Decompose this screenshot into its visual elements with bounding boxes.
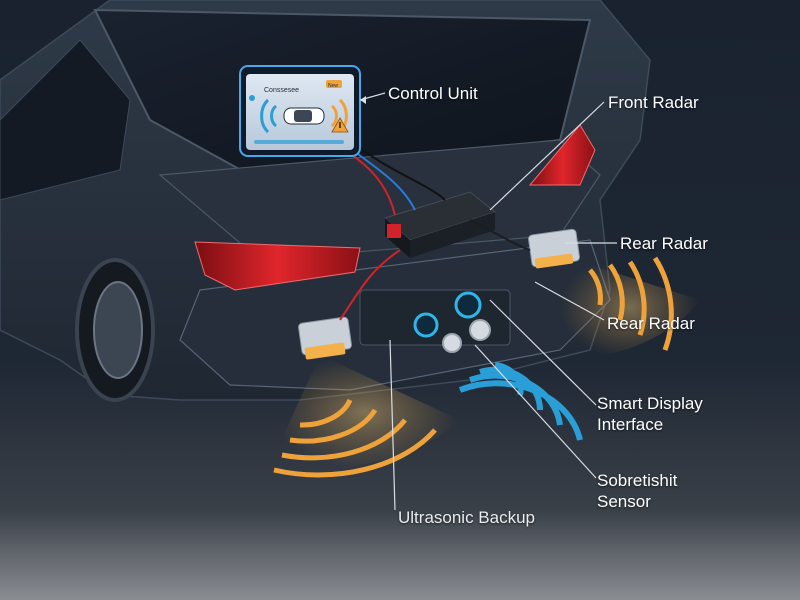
left-taillight [194,241,361,291]
ultrasonic-sensors [413,291,491,353]
label-ultrasonic-backup: Ultrasonic Backup [398,508,536,527]
label-smart-display: Smart Display Interface [597,393,703,435]
bluetooth-icon [249,95,255,101]
right-taillight [528,124,596,186]
ultrasonic-waves [458,362,583,441]
warning-icon [331,117,349,133]
left-radar-waves [270,355,460,478]
smart-display-panel: Conssesee New [239,65,361,157]
label-sobretishit-line2: Sensor [597,492,651,511]
label-smart-display-line2: Interface [597,415,664,434]
leader-lines [359,92,617,511]
label-rear-radar-lower: Rear Radar [607,314,695,333]
label-sobretishit-sensor: Sobretishit Sensor [597,470,677,512]
label-control-unit: Control Unit [388,84,478,103]
display-badge: New [328,83,338,89]
right-radar-module [528,228,580,269]
label-front-radar: Front Radar [608,93,699,112]
left-radar-module [298,316,352,360]
car-body [0,0,651,402]
label-smart-display-line1: Smart Display [597,394,703,413]
label-sobretishit-line1: Sobretishit [597,471,678,490]
car-icon [283,107,325,125]
right-radar-waves [560,255,700,360]
control-unit-box [383,191,497,258]
label-rear-radar-upper: Rear Radar [620,234,708,253]
display-title: Conssesee [264,87,299,94]
